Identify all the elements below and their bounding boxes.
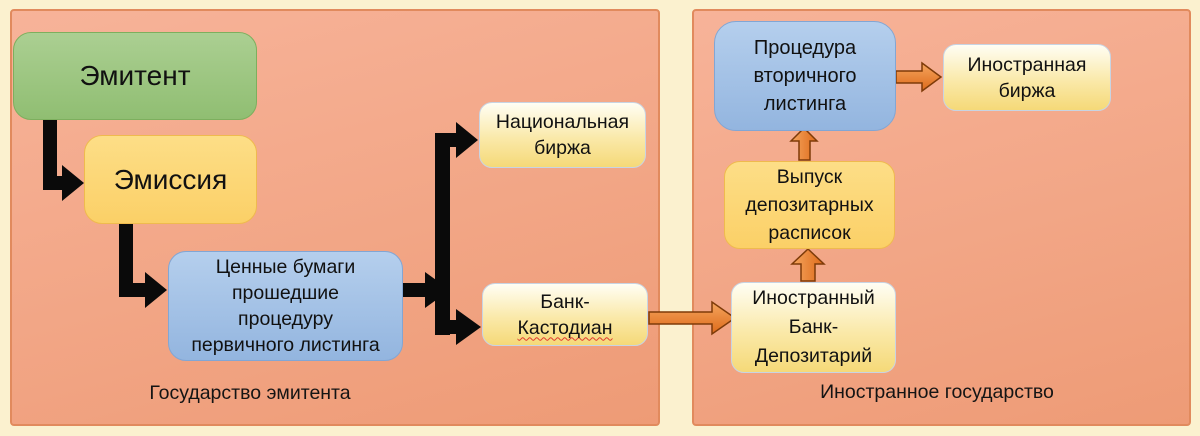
- issuer-state-caption: Государство эмитента: [149, 382, 351, 404]
- arrow-foreign-depositary-to-receipts-icon: [790, 247, 826, 282]
- node-national-exchange-label: Национальная биржа: [495, 111, 630, 159]
- node-foreign-depositary-bank: Иностранный Банк- Депозитарий: [731, 282, 896, 373]
- node-emission-label: Эмиссия: [113, 163, 228, 195]
- node-securities-label: Ценные бумаги прошедшие процедуру первич…: [191, 256, 380, 356]
- arrow-custodian-to-foreign-depositary-icon: [648, 300, 737, 336]
- node-secondary-listing-label: Процедура вторичного листинга: [753, 37, 857, 115]
- node-depositary-receipts-label: Выпуск депозитарных расписок: [745, 166, 874, 244]
- arrow-secondary-listing-to-foreign-exchange-icon: [895, 61, 943, 93]
- node-custodian-label: Банк- Кастодиан: [518, 289, 613, 341]
- foreign-state-caption: Иностранное государство: [820, 381, 1054, 403]
- node-foreign-depositary-label: Иностранный Банк- Депозитарий: [752, 287, 875, 367]
- arrow-emission-to-securities-icon: [119, 223, 167, 308]
- arrow-emitent-to-emission-icon: [43, 120, 84, 201]
- arrow-securities-to-junction-icon: [402, 272, 450, 308]
- junction-distribution-arrow-icon: [435, 122, 481, 345]
- node-emission: Эмиссия: [84, 135, 257, 224]
- node-securities-primary-listing: Ценные бумаги прошедшие процедуру первич…: [168, 251, 403, 361]
- custodian-line1: Банк-: [540, 290, 590, 313]
- node-emitent-label: Эмитент: [79, 60, 191, 91]
- node-national-exchange: Национальная биржа: [479, 102, 646, 168]
- custodian-line2-misspelled: Кастодиан: [517, 316, 613, 339]
- node-depositary-receipts-issue: Выпуск депозитарных расписок: [724, 161, 895, 249]
- arrow-receipts-to-secondary-listing-icon: [789, 126, 819, 161]
- node-secondary-listing-procedure: Процедура вторичного листинга: [714, 21, 896, 131]
- node-foreign-exchange: Иностранная биржа: [943, 44, 1111, 111]
- node-emitent: Эмитент: [13, 32, 257, 120]
- node-foreign-exchange-label: Иностранная биржа: [967, 53, 1087, 102]
- node-custodian-bank: Банк- Кастодиан: [482, 283, 648, 346]
